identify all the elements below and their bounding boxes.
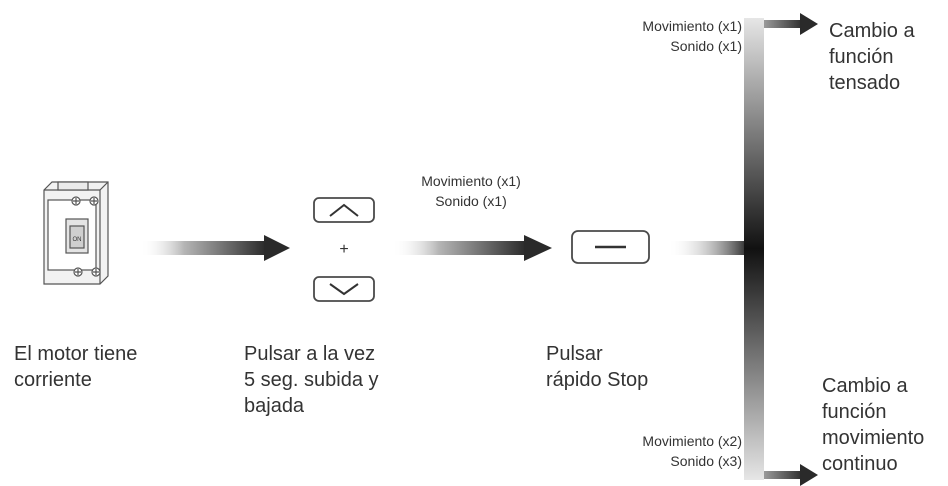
feedback-top-movement: Movimiento (x1) — [642, 18, 742, 34]
step-3-line-2: rápido Stop — [546, 369, 649, 391]
arrow-top-branch — [764, 13, 818, 35]
arrow-2 — [392, 235, 552, 261]
vertical-splitter — [744, 18, 764, 480]
feedback-bottom-movement: Movimiento (x2) — [642, 433, 742, 449]
feedback-bottom: Movimiento (x2) Sonido (x3) — [592, 431, 742, 471]
breaker-on-label: ON — [73, 237, 82, 243]
step-2-line-2: 5 seg. subida y — [244, 369, 379, 391]
result-bottom: Cambio a función movimiento continuo — [822, 373, 924, 477]
result-bottom-line-3: movimiento — [822, 427, 925, 449]
branch-connector — [668, 241, 750, 255]
step-3-label: Pulsar rápido Stop — [546, 341, 648, 393]
feedback-bottom-sound: Sonido (x3) — [670, 453, 742, 469]
step-3-line-1: Pulsar — [546, 343, 603, 365]
arrow-bottom-branch — [764, 464, 818, 486]
result-top-line-1: Cambio a — [829, 20, 915, 42]
step-2-line-3: bajada — [244, 395, 305, 417]
feedback-middle-movement: Movimiento (x1) — [421, 173, 521, 189]
result-bottom-line-1: Cambio a — [822, 375, 908, 397]
step-1-line-2: corriente — [14, 369, 92, 391]
result-top: Cambio a función tensado — [829, 18, 915, 96]
step-2-line-1: Pulsar a la vez — [244, 343, 376, 365]
step-1-label: El motor tiene corriente — [14, 341, 137, 393]
feedback-top: Movimiento (x1) Sonido (x1) — [592, 16, 742, 56]
feedback-top-sound: Sonido (x1) — [670, 38, 742, 54]
plus-sign: + — [339, 241, 348, 258]
feedback-middle: Movimiento (x1) Sonido (x1) — [398, 171, 544, 211]
up-button-icon — [313, 197, 375, 223]
step-1-line-1: El motor tiene — [14, 343, 138, 365]
result-bottom-line-4: continuo — [822, 453, 898, 475]
arrow-1 — [140, 235, 290, 261]
result-top-line-2: función — [829, 46, 894, 68]
result-bottom-line-2: función — [822, 401, 887, 423]
step-2-label: Pulsar a la vez 5 seg. subida y bajada — [244, 341, 379, 419]
down-button-icon — [313, 276, 375, 302]
feedback-middle-sound: Sonido (x1) — [435, 193, 507, 209]
stop-button-icon — [571, 230, 650, 264]
circuit-breaker-icon — [43, 181, 109, 285]
result-top-line-3: tensado — [829, 72, 901, 94]
